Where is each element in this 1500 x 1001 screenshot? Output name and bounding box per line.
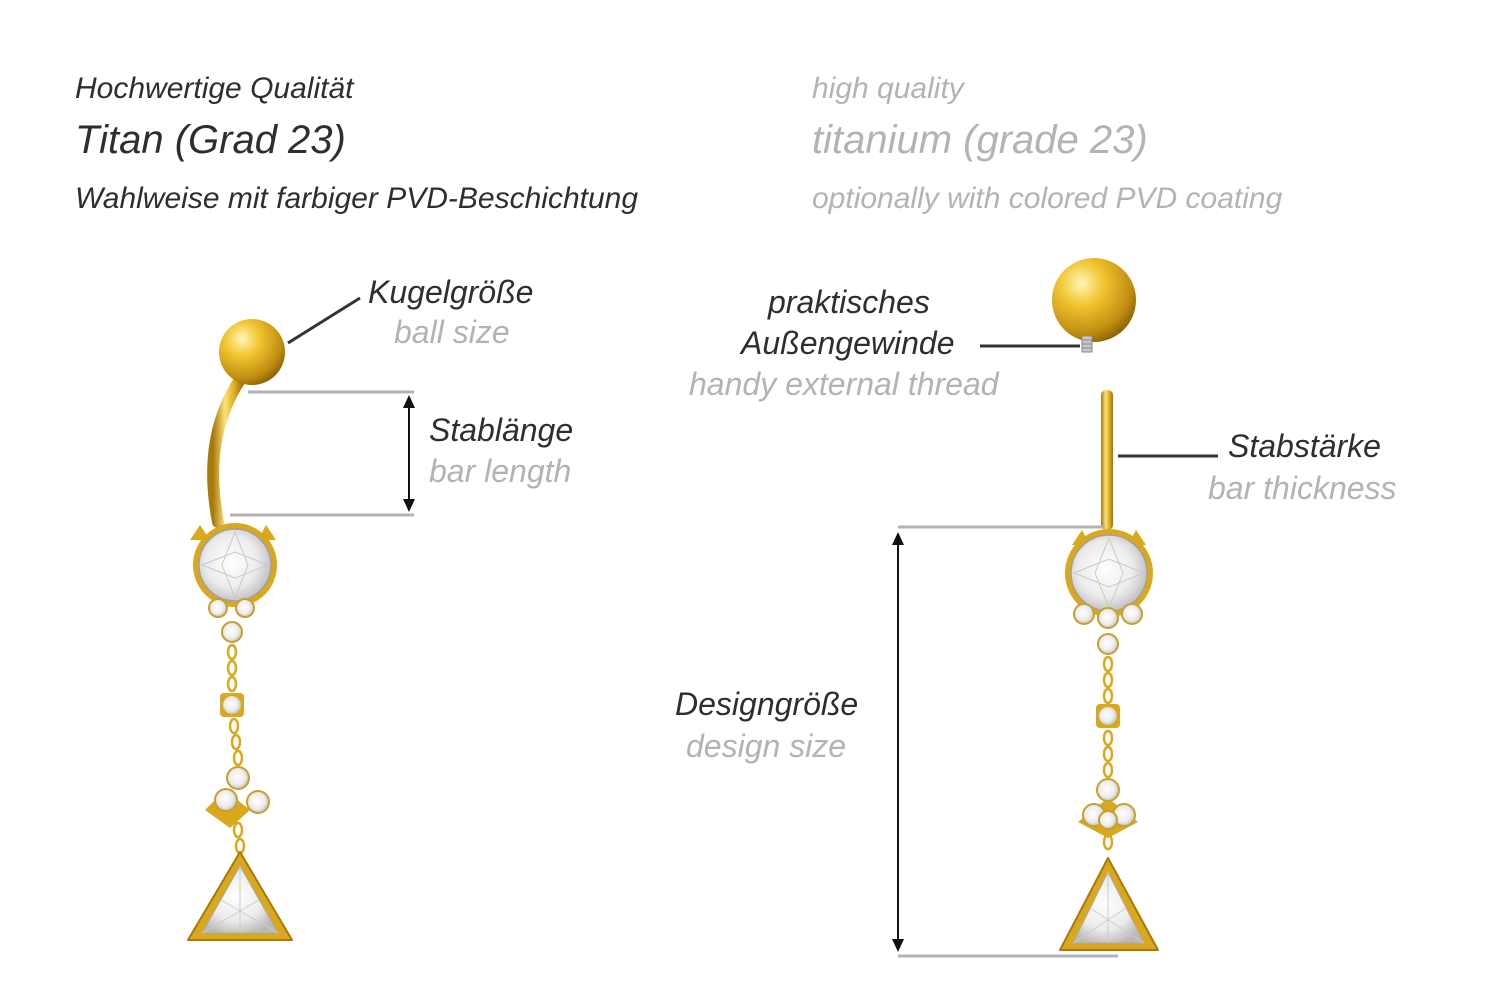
round-gem [198,528,272,602]
ball-size-pointer [287,296,361,345]
thread-label-de-line1: praktisches [768,284,930,320]
left-piercing [187,319,293,941]
ball-size-label-de: Kugelgröße [368,274,534,310]
top-ball [219,319,285,385]
ball-size-label-en: ball size [394,314,510,350]
design-size-label-en: design size [686,728,847,764]
bar-length-arrow [403,395,415,512]
header-en-coating: optionally with colored PVD coating [812,182,1283,215]
design-size-arrow [892,532,904,952]
bar-length-label-en: bar length [429,453,572,489]
header-de-material: Titan (Grad 23) [75,118,346,162]
bar-thickness-label-de: Stabstärke [1228,428,1381,464]
design-size-label-de: Designgröße [675,686,859,722]
right-piercing [1052,258,1159,951]
detached-ball [1052,258,1136,342]
straight-bar [1101,390,1113,530]
header-de-coating: Wahlweise mit farbiger PVD-Beschichtung [75,182,639,215]
bar-length-label-de: Stablänge [429,412,574,448]
curved-bar [207,369,249,528]
header-en-quality: high quality [812,72,964,105]
thread-label-en: handy external thread [689,366,999,402]
header-de-quality: Hochwertige Qualität [75,72,354,105]
header-en-material: titanium (grade 23) [812,118,1148,162]
thread-label-de-line2: Außengewinde [741,325,955,361]
bar-thickness-label-en: bar thickness [1208,470,1397,506]
